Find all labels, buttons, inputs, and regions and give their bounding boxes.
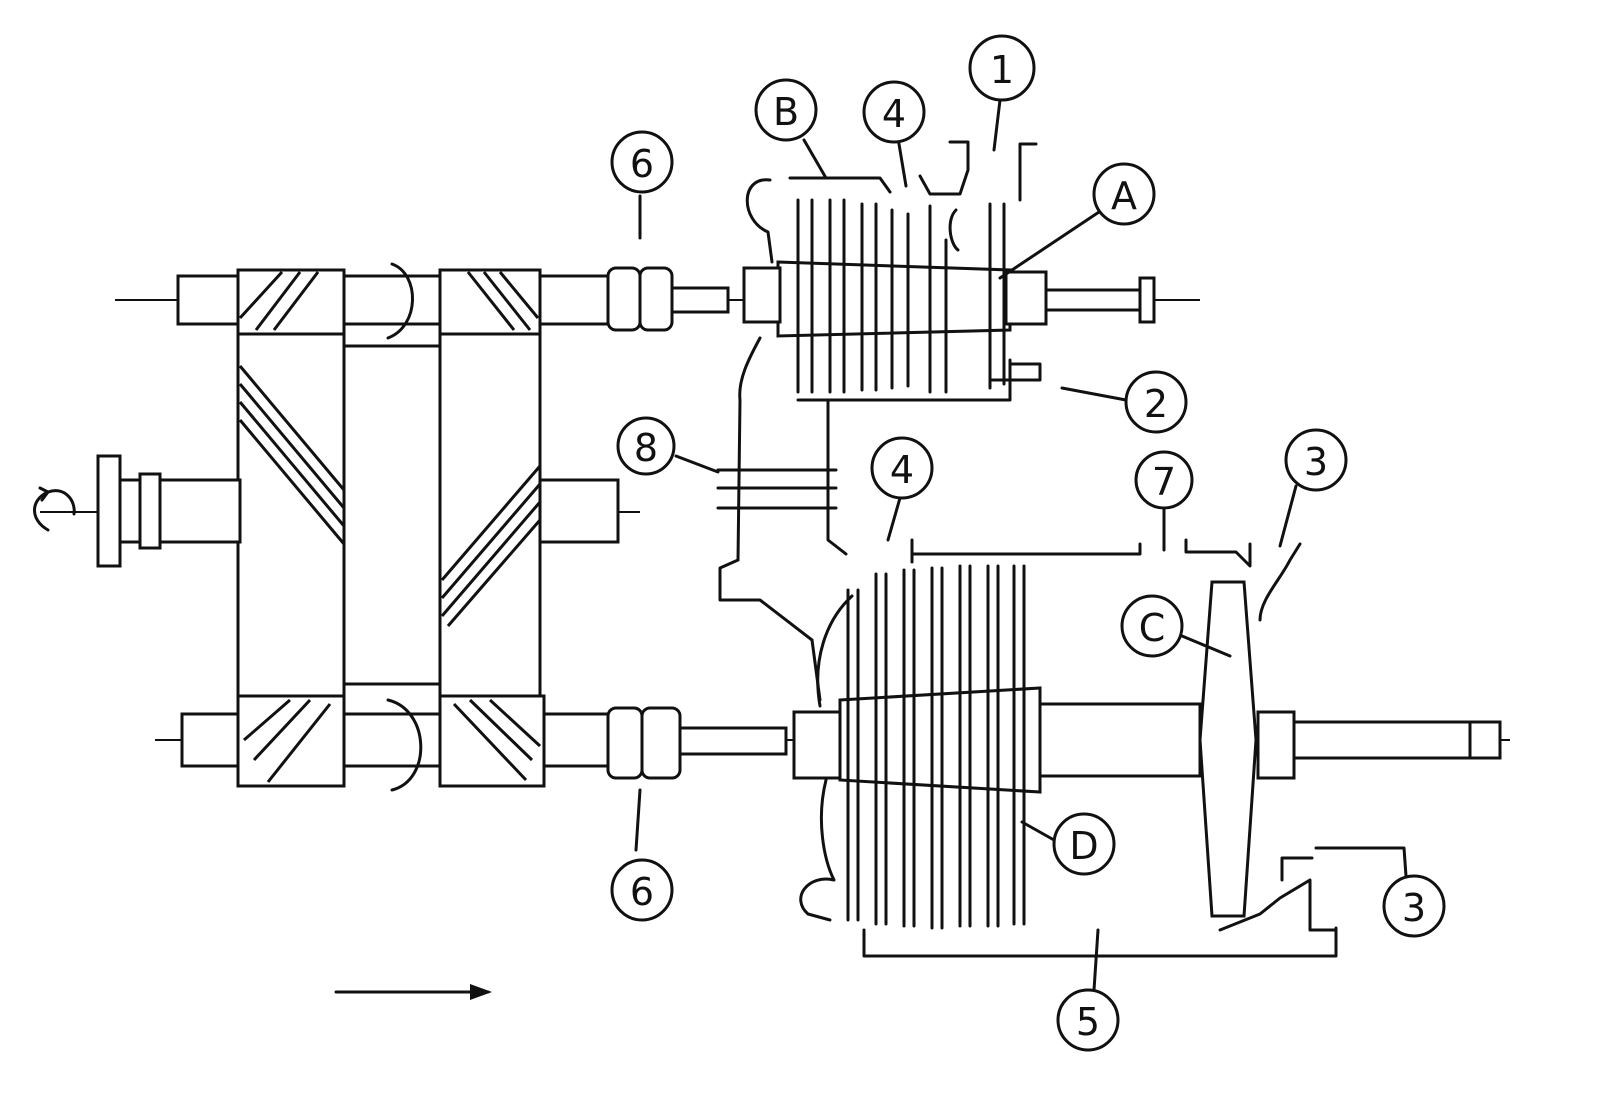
hp-bearing-left bbox=[742, 266, 782, 324]
output-shaft-left bbox=[158, 478, 242, 544]
lp-casing-lower-left bbox=[799, 778, 836, 922]
lp-exhaust-left bbox=[1184, 538, 1252, 568]
hp-casing-left-wall bbox=[736, 336, 762, 562]
callout-2: 2 bbox=[1124, 370, 1188, 434]
hp-shaft-end bbox=[1044, 288, 1144, 312]
svg-text:1: 1 bbox=[990, 48, 1014, 92]
callout-3-top: 3 bbox=[1284, 428, 1348, 492]
callout-6-bottom: 6 bbox=[610, 858, 674, 922]
lp-rotor-drum bbox=[838, 686, 1042, 794]
svg-text:2: 2 bbox=[1144, 382, 1168, 426]
svg-text:D: D bbox=[1069, 824, 1098, 868]
crossover-pipe bbox=[716, 398, 848, 642]
leader-lines bbox=[634, 98, 1408, 992]
svg-text:3: 3 bbox=[1402, 886, 1426, 930]
bull-gear-hub bbox=[342, 344, 442, 686]
lp-rotor-shaft bbox=[1038, 702, 1202, 778]
lp-exhaust-right bbox=[1258, 542, 1302, 622]
callout-8: 8 bbox=[616, 416, 676, 476]
hp-bearing-right bbox=[1004, 270, 1048, 326]
callout-4-top: 4 bbox=[862, 80, 926, 144]
output-flange-neck bbox=[118, 478, 142, 544]
bull-gear-left bbox=[236, 332, 346, 698]
svg-text:C: C bbox=[1139, 606, 1166, 650]
svg-text:B: B bbox=[773, 90, 799, 134]
callout-C: C bbox=[1120, 594, 1184, 658]
svg-text:4: 4 bbox=[890, 448, 914, 492]
callout-4-mid: 4 bbox=[870, 436, 934, 500]
output-rotation-arrowhead bbox=[38, 486, 50, 502]
lp-exhaust-base bbox=[1218, 878, 1338, 932]
lp-casing-base bbox=[862, 926, 1338, 958]
bottom-pinion-hatching bbox=[243, 698, 542, 783]
lp-last-stage-disc bbox=[1198, 580, 1258, 918]
lp-output-shaft bbox=[1292, 720, 1502, 760]
bottom-pinion-left bbox=[236, 694, 346, 788]
callout-D: D bbox=[1052, 812, 1116, 876]
hp-extraction-port bbox=[990, 362, 1042, 382]
lp-turbine bbox=[792, 538, 1502, 958]
callout-1: 1 bbox=[968, 34, 1036, 102]
hp-exhaust-right bbox=[1018, 142, 1038, 202]
lp-bearing-left bbox=[792, 710, 842, 780]
lp-casing-top bbox=[910, 542, 1142, 556]
svg-text:6: 6 bbox=[630, 870, 654, 914]
top-pinion-rotation-arrow bbox=[386, 262, 414, 340]
svg-text:5: 5 bbox=[1076, 1000, 1100, 1044]
output-rotation-arrow bbox=[33, 489, 76, 532]
hp-shaft-flange bbox=[1138, 276, 1156, 324]
lp-drain-port bbox=[1280, 856, 1314, 882]
lp-blades bbox=[846, 564, 1026, 930]
hp-blades bbox=[796, 198, 1006, 394]
output-flange-outer bbox=[96, 454, 122, 568]
callout-5: 5 bbox=[1056, 988, 1120, 1052]
hp-diaphragm bbox=[948, 208, 960, 252]
svg-text:6: 6 bbox=[630, 142, 654, 186]
coupling-bottom bbox=[606, 706, 788, 780]
hp-turbine bbox=[736, 140, 1156, 562]
svg-text:8: 8 bbox=[634, 426, 658, 470]
flow-direction-arrow bbox=[334, 984, 492, 1000]
hp-casing-top bbox=[788, 176, 892, 194]
bull-gear-hatching bbox=[238, 365, 542, 627]
lp-bearing-right bbox=[1256, 710, 1296, 780]
hp-casing-inlet-scroll bbox=[745, 178, 774, 264]
svg-text:7: 7 bbox=[1152, 460, 1176, 504]
svg-text:3: 3 bbox=[1304, 440, 1328, 484]
bull-gear-right bbox=[438, 332, 542, 698]
callout-B: B bbox=[754, 78, 818, 142]
svg-text:4: 4 bbox=[882, 92, 906, 136]
bottom-pinion-rotation-arrow bbox=[386, 698, 423, 792]
callout-3-bottom: 3 bbox=[1382, 874, 1446, 938]
coupling-top bbox=[606, 266, 730, 332]
output-flange-inner bbox=[138, 472, 162, 550]
top-pinion-hatching bbox=[238, 270, 540, 331]
gearbox bbox=[33, 262, 1510, 792]
svg-text:A: A bbox=[1111, 174, 1137, 218]
callout-6-top: 6 bbox=[610, 130, 674, 194]
bottom-pinion-right bbox=[438, 694, 546, 788]
callout-7: 7 bbox=[1134, 450, 1194, 510]
callout-A: A bbox=[1092, 162, 1156, 226]
output-shaft-right bbox=[538, 478, 620, 544]
hp-exhaust-left bbox=[918, 140, 970, 196]
